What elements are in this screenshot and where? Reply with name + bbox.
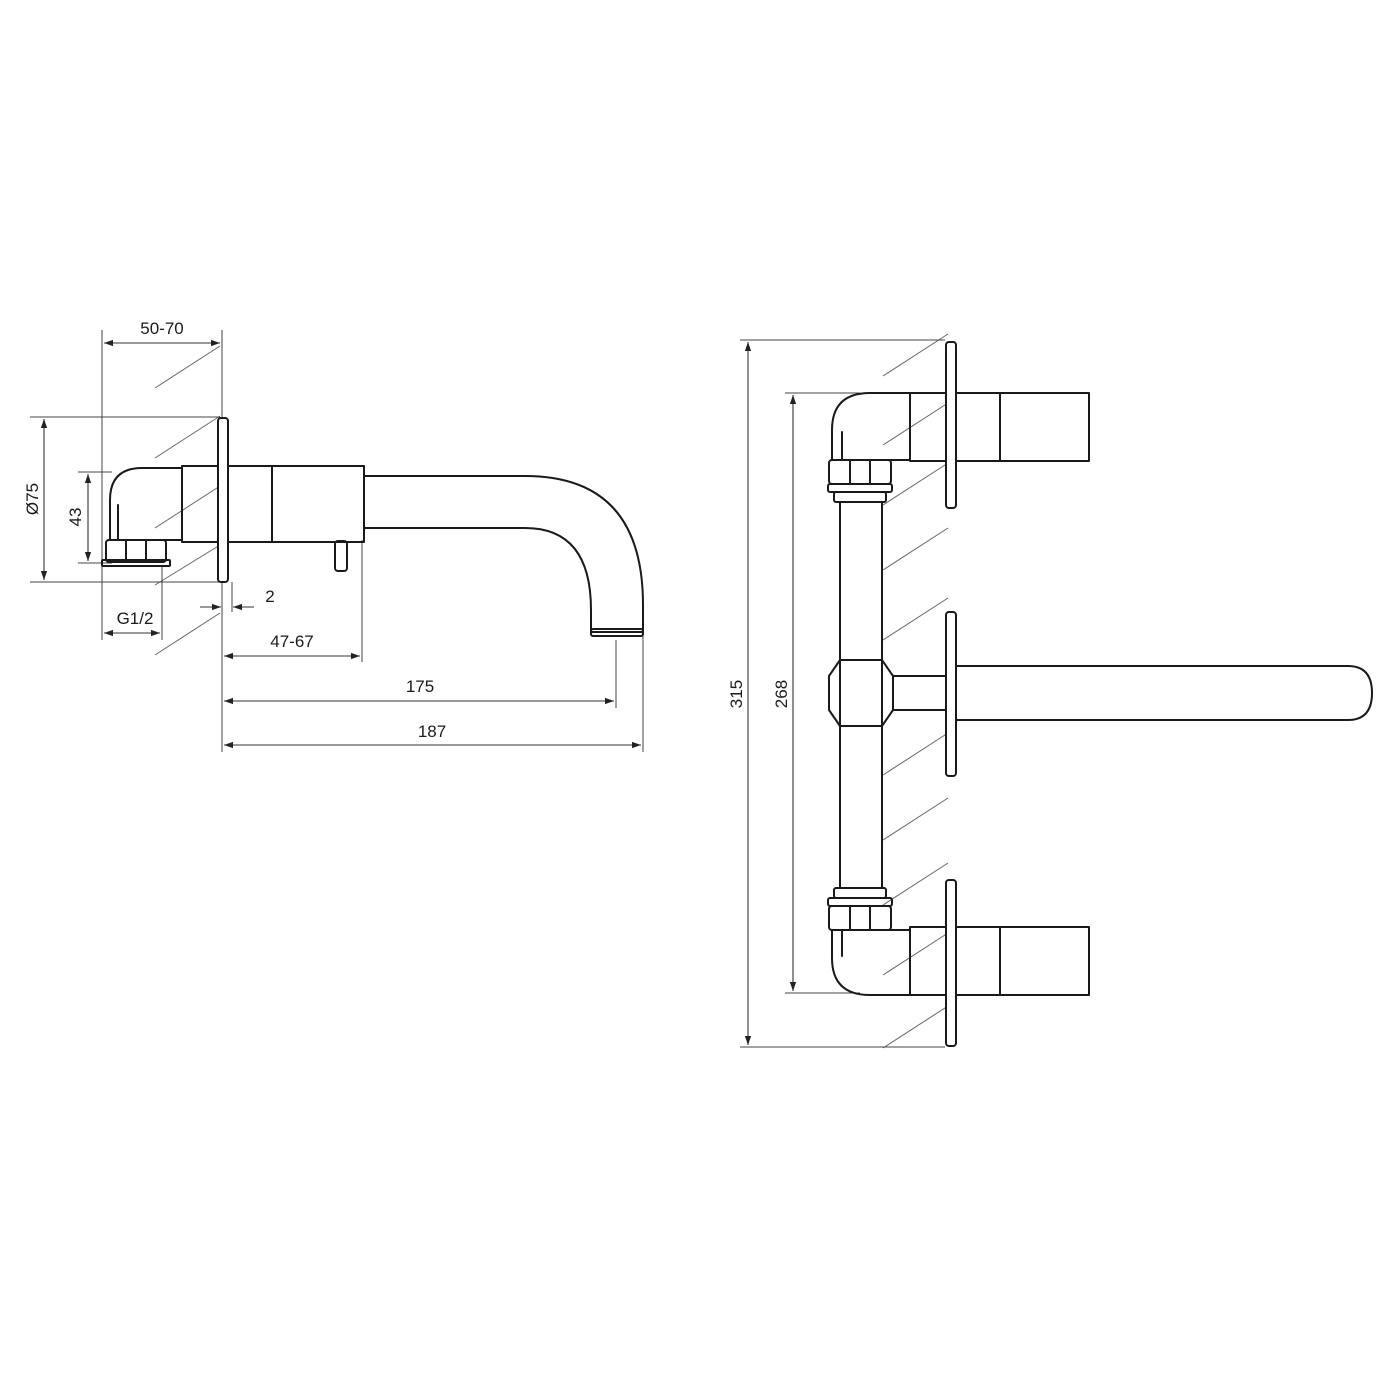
front-wall-hatch [882,333,949,1049]
wall-plate [217,417,229,583]
spout-aerator [590,628,644,637]
upper-elbow [831,392,911,461]
dim-label-thread: G1/2 [117,609,154,628]
rear-body [181,465,219,543]
center-connector [892,675,948,711]
lever-pin [334,540,348,572]
manifold-pipe [839,501,883,889]
side-faucet-body [101,417,644,637]
dim-label-plate-diameter: Ø75 [23,483,42,515]
side-dimensions: 50-70 Ø75 43 G1/2 2 47-67 175 187 [23,319,641,749]
center-junction [828,659,894,727]
lower-handle-assembly [827,879,1090,1047]
upper-wall-plate [945,341,957,509]
upper-handle-assembly [827,341,1090,509]
dim-label-handle-spacing: 268 [772,680,791,708]
inlet-elbow [109,467,183,541]
dim-label-spout-outlet: 175 [406,677,434,696]
dim-label-wall-depth: 50-70 [140,319,183,338]
upper-valve-body [909,392,947,462]
side-wall-hatch [154,345,221,656]
upper-handle [955,392,1090,462]
front-view: 315 268 [727,333,1373,1049]
front-spout [955,665,1373,721]
front-body [227,465,365,543]
dim-label-spout-length: 187 [418,722,446,741]
dim-label-gap: 2 [265,587,274,606]
dim-label-body-height: 43 [66,508,85,527]
lower-handle [955,926,1090,996]
center-spout-assembly [828,611,1373,777]
lower-wall-plate [945,879,957,1047]
dim-label-lever-position: 47-67 [270,632,313,651]
side-view: 50-70 Ø75 43 G1/2 2 47-67 175 187 [23,319,644,752]
lower-elbow [831,929,911,996]
front-extension-lines [740,339,945,1048]
dim-label-overall-height: 315 [727,680,746,708]
upper-nut [828,459,892,485]
spout [363,475,644,633]
center-wall-plate [945,611,957,777]
inlet-nut [105,539,167,563]
front-dimensions: 315 268 [727,342,797,1045]
lower-nut [828,905,892,931]
